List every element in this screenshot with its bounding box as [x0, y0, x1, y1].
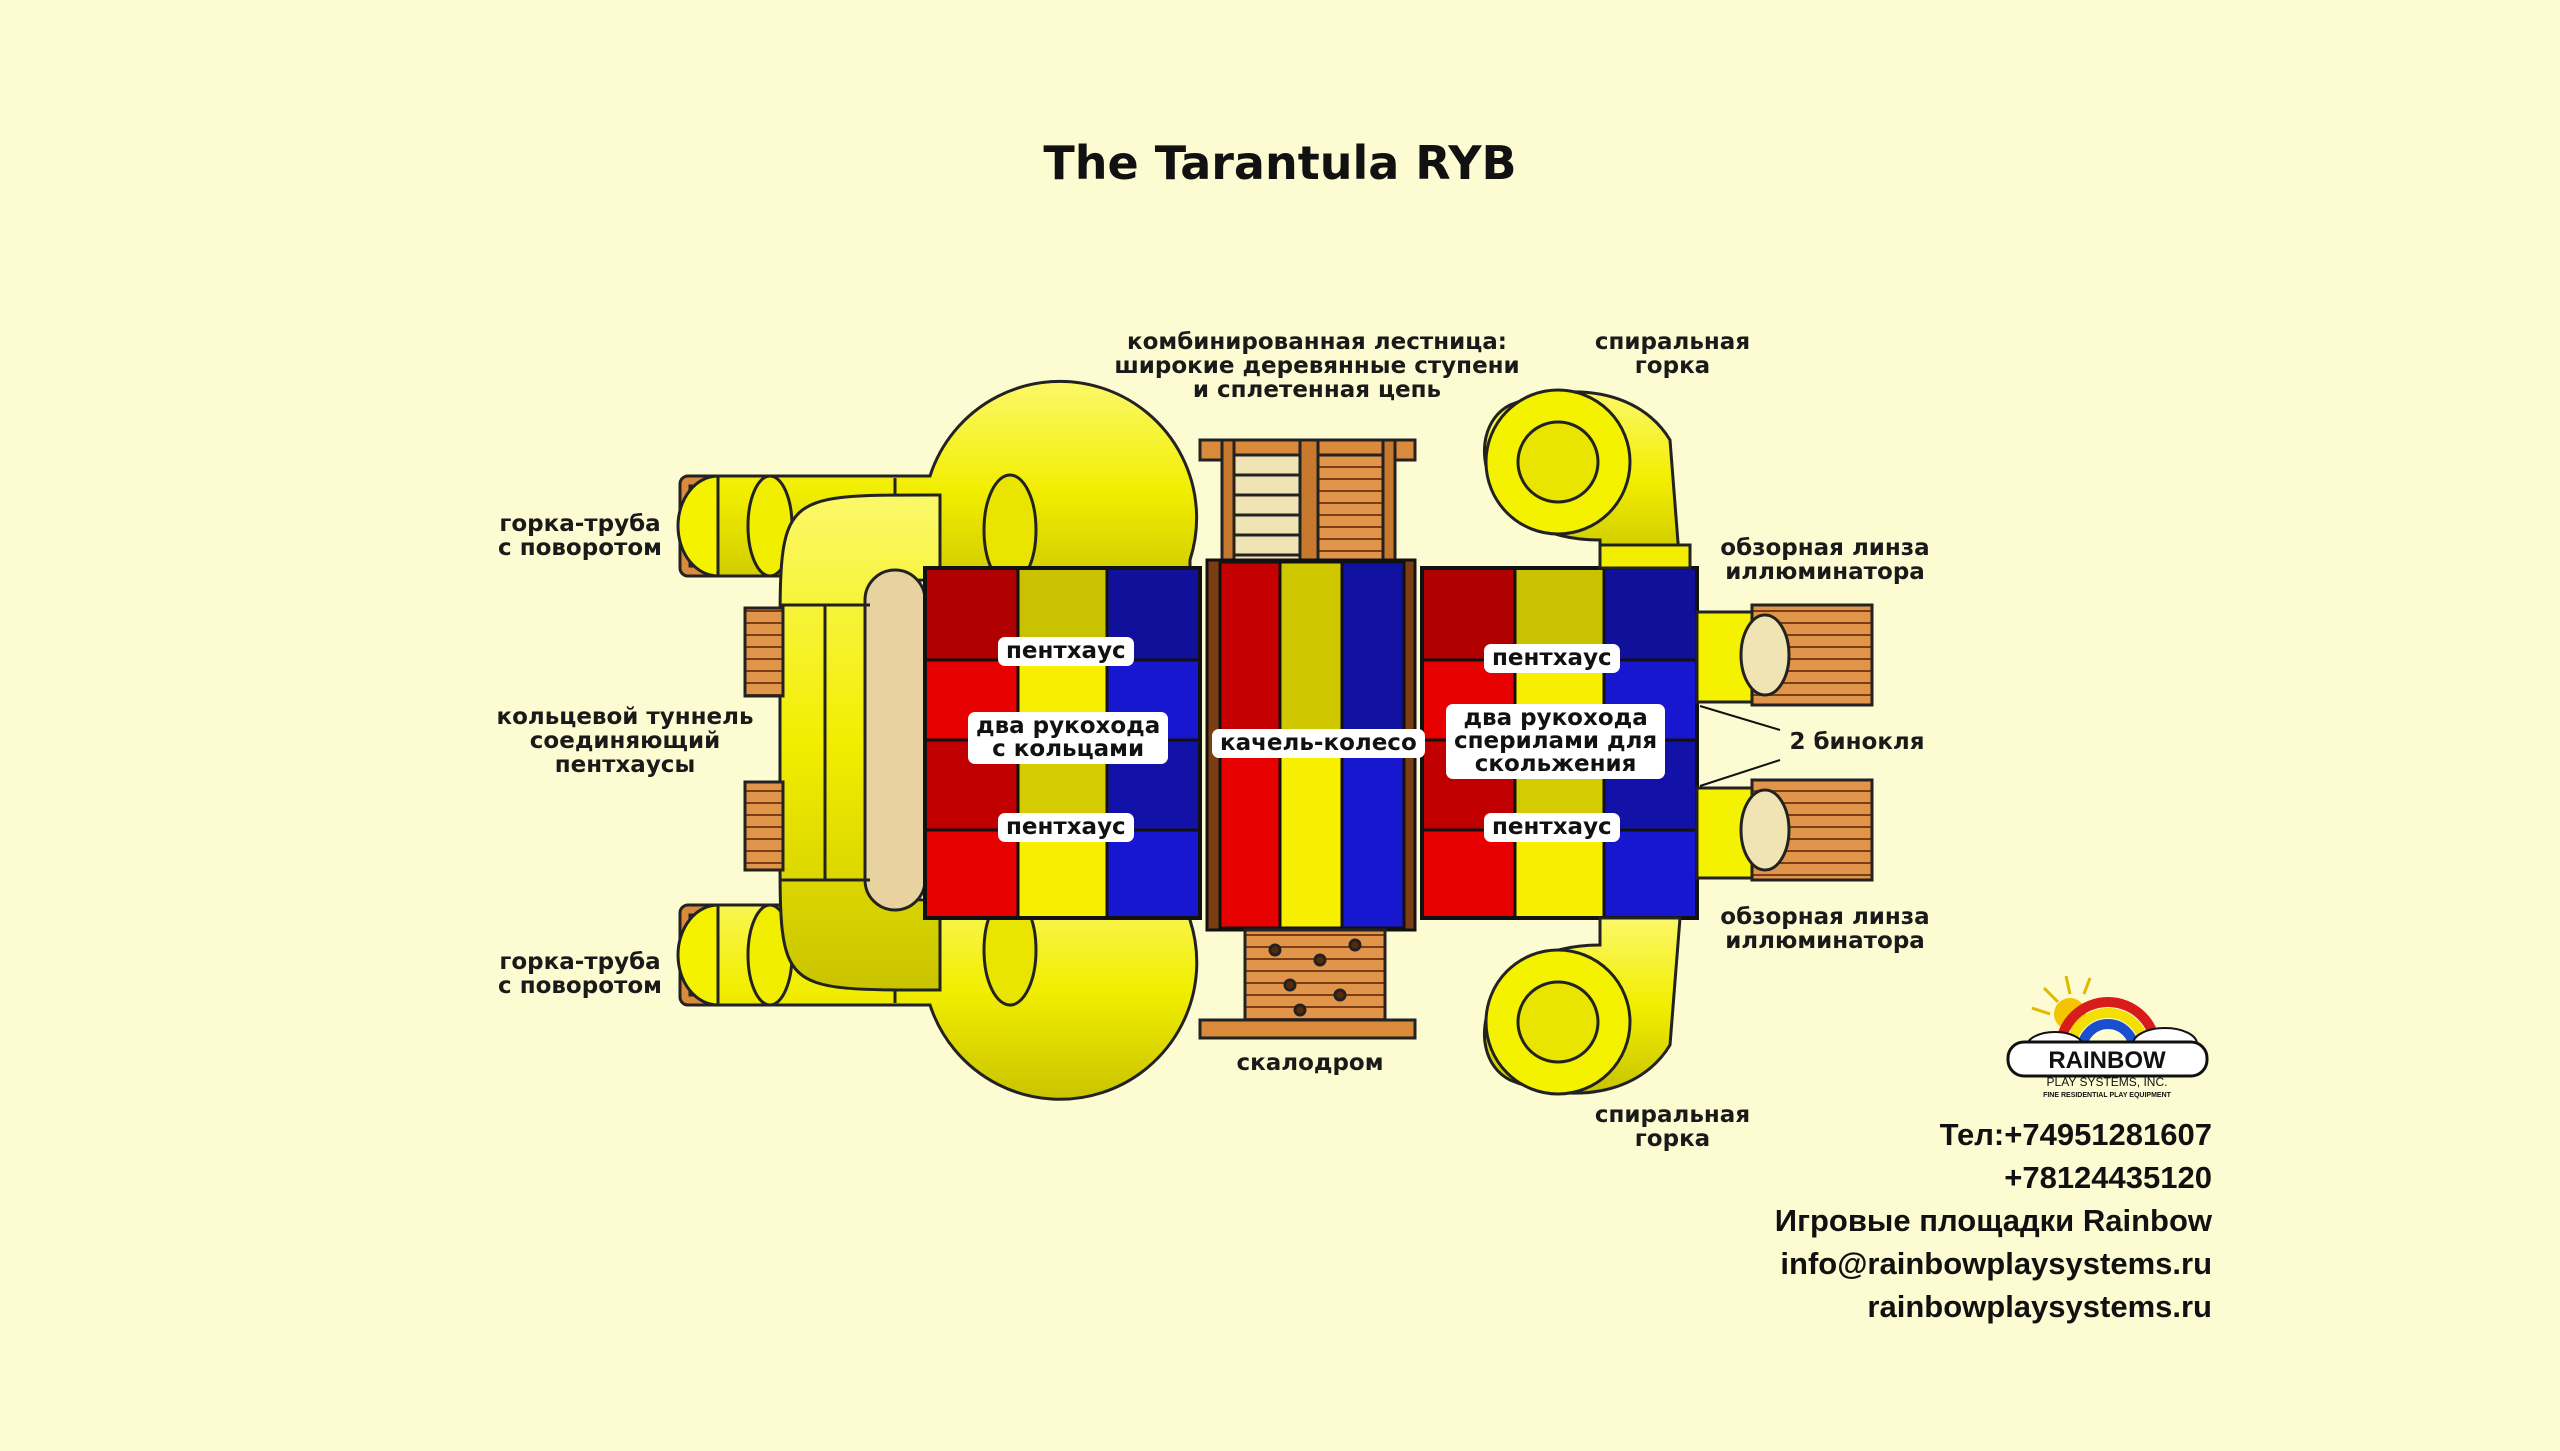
- label-tube-slide-top: горка-труба с поворотом: [498, 511, 662, 561]
- tag-right-bars: два рукохода сперилами для скольжения: [1446, 704, 1666, 779]
- ring-tunnel: [743, 493, 942, 992]
- label-ring-tunnel: кольцевой туннель соединяющий пентхаусы: [496, 704, 754, 778]
- tag-left-bars: два рукохода с кольцами: [968, 712, 1169, 764]
- label-spiral-slide-top: спиральная горка: [1594, 329, 1751, 379]
- label-climbing-wall: скалодром: [1236, 1050, 1384, 1076]
- contact-phone-1: Тел:+74951281607: [1939, 1117, 2212, 1152]
- tag-left-penthouse-bottom: пентхаус: [998, 813, 1134, 842]
- tag-left-penthouse-top: пентхаус: [998, 637, 1134, 666]
- tag-right-penthouse-bottom: пентхаус: [1484, 813, 1620, 842]
- porthole-lens-bottom: [1695, 778, 1874, 882]
- label-porthole-lens-top: обзорная линза иллюминатора: [1720, 535, 1930, 585]
- spiral-slide-bottom: [1483, 916, 1682, 1096]
- tag-right-penthouse-top: пентхаус: [1484, 644, 1620, 673]
- label-combo-ladder: комбинированная лестница: широкие деревя…: [1114, 329, 1520, 403]
- label-tube-slide-bottom: горка-труба с поворотом: [498, 949, 662, 999]
- label-binoculars: 2 бинокля: [1789, 729, 1925, 755]
- porthole-lens-top: [1695, 603, 1874, 707]
- tag-swing-wheel: качель-колесо: [1212, 729, 1425, 758]
- contact-phone-2: +78124435120: [2004, 1160, 2212, 1195]
- binoculars-pointers: [1699, 705, 1781, 787]
- label-spiral-slide-bottom: спиральная горка: [1594, 1102, 1751, 1152]
- spiral-slide-top: [1483, 388, 1692, 570]
- contact-company: Игровые площадки Rainbow: [1774, 1203, 2212, 1238]
- climbing-wall: [1198, 928, 1417, 1040]
- diagram-title: The Tarantula RYB: [1043, 136, 1517, 190]
- combo-ladder: [1198, 438, 1417, 577]
- logo-tagline: FINE RESIDENTIAL PLAY EQUIPMENT: [2043, 1092, 2172, 1099]
- logo-brand: RAINBOW: [2048, 1047, 2166, 1074]
- label-porthole-lens-bottom: обзорная линза иллюминатора: [1720, 904, 1930, 954]
- contact-website[interactable]: rainbowplaysystems.ru: [1867, 1289, 2212, 1324]
- logo-sub: PLAY SYSTEMS, INC.: [2047, 1075, 2168, 1089]
- rainbow-logo: RAINBOW PLAY SYSTEMS, INC. FINE RESIDENT…: [2006, 975, 2209, 1099]
- contact-email[interactable]: info@rainbowplaysystems.ru: [1780, 1246, 2212, 1281]
